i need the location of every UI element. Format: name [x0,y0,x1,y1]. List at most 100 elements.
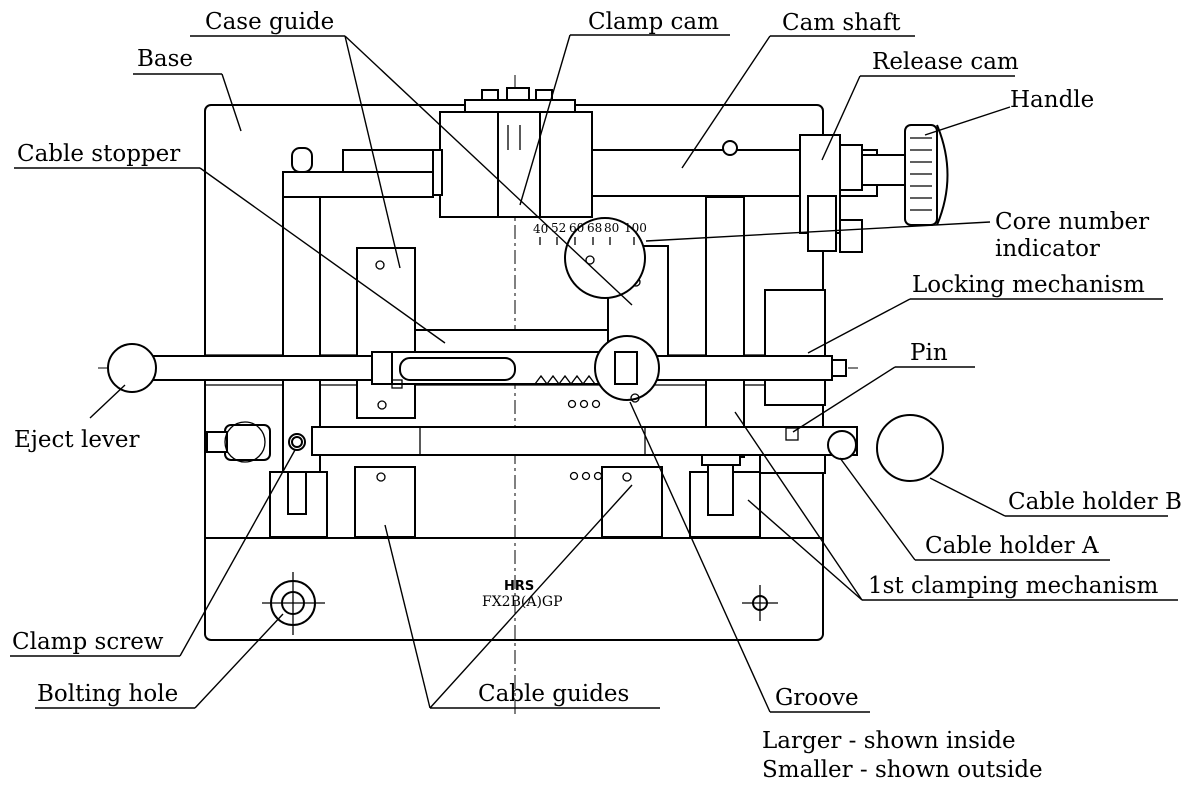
cable-guide-right [601,466,663,538]
bolting-hole-leader [194,613,284,709]
cable-holder-a-leader [839,457,916,561]
case-guide-leader-1 [344,35,401,269]
dial-scale-100: 100 [624,221,647,235]
cable-stopper-leader [199,167,446,344]
cable-holder-a-block [759,454,826,474]
release-cam-leader [821,75,861,161]
release-cam-collar [839,144,863,191]
top-rail [282,171,434,198]
pin-leader [792,366,896,433]
eject-lever-collar [371,351,393,385]
label-base: Base [137,46,193,72]
label-handle: Handle [1010,87,1094,113]
case-guide-leader-2 [344,35,633,306]
cable-guides-leader-2 [429,484,633,709]
left-bolt [291,147,313,173]
cable-holder-a-stop [827,430,857,460]
dial-scale-52: 52 [551,221,566,235]
clamp-cam-leader [519,34,571,206]
label-case-guide: Case guide [205,9,334,35]
label-cable-holder-a: Cable holder A [925,533,1099,559]
eject-lever-rod [149,355,373,381]
cable-holder-b-ball [876,414,944,482]
right-rod [651,355,833,381]
dial-scale-40: 40 [533,222,548,236]
handle-shaft [861,154,908,186]
release-cam-lower [807,195,837,252]
label-1st-clamping: 1st clamping mechanism [868,573,1158,599]
label-note-smaller: Smaller - shown outside [762,757,1043,783]
handle-leader [924,106,1011,136]
label-cable-stopper: Cable stopper [17,141,180,167]
cable-guides-leader-1 [384,524,431,709]
clamping-block-right-top [701,454,741,466]
cable-stopper-plate [414,329,609,356]
hole-row-lower [569,471,603,481]
label-core-number-2: indicator [995,236,1100,262]
label-cable-guides: Cable guides [478,681,629,707]
cable-guide-right-hole [622,472,632,482]
label-core-number-1: Core number [995,209,1149,235]
label-groove: Groove [775,685,859,711]
groove-leader [629,401,771,713]
cable-guide-left-hole [376,472,386,482]
label-cable-holder-b: Cable holder B [1008,489,1182,515]
top-rail-step [342,149,434,173]
clamping-block-left-slot [287,471,307,515]
groove-notch [614,351,638,385]
slider-tip [391,379,403,389]
cable-holder-bar [311,426,858,456]
right-rod-end [831,359,847,377]
dial-hole [585,255,595,265]
dial-scale-80: 80 [604,221,619,235]
left-bolt-tip [206,431,228,453]
handle-knob-dome [936,124,949,226]
dial-scale-68: 68 [587,221,602,235]
case-guide-hole [375,260,385,270]
clamping-block-right-slot [707,459,734,516]
cam-shaft-leader [681,35,771,169]
eject-lever-ball [107,343,157,393]
bolting-hole-right [742,585,778,621]
label-cam-shaft: Cam shaft [782,10,901,36]
label-release-cam: Release cam [872,49,1019,75]
pin-marker [785,427,799,441]
release-cam-nut [839,219,863,253]
nameplate-model: FX2B(A)GP [482,594,563,610]
handle-knurling [910,137,932,211]
clamp-cam-body [497,111,541,218]
core-number-leader [645,221,991,242]
label-bolting-hole: Bolting hole [37,681,178,707]
cable-holder-a-leader-2 [734,411,863,601]
nameplate-brand: HRS [504,579,534,594]
hole-row-upper [567,399,601,409]
label-eject-lever: Eject lever [14,427,140,453]
cable-holder-b-leader [929,477,1006,517]
slider-teeth [534,374,596,386]
label-clamp-cam: Clamp cam [588,9,719,35]
clamp-screw-ring [291,436,303,448]
left-bolt-washer [224,421,266,463]
dial-scale-60: 60 [569,221,584,235]
bolting-hole-left [262,572,325,635]
label-clamp-screw: Clamp screw [12,629,164,655]
groove-hole [630,393,640,403]
core-number-dial [564,217,646,299]
left-bolt-body [224,424,271,461]
shaft-pin-top [722,140,738,156]
locking-mechanism-leader [807,298,911,354]
clamping-leader [747,499,863,601]
label-pin: Pin [910,340,948,366]
case-guide-left [356,247,416,419]
slider-slot [399,357,516,381]
screw-base [464,99,576,113]
locking-mechanism [764,289,826,406]
clamp-screw-leader [179,449,296,657]
eject-lever-leader [89,384,126,419]
dial-scale: 40 52 60 68 80 100 [533,221,647,245]
base-leader [221,73,242,132]
label-note-larger: Larger - shown inside [762,728,1016,754]
label-locking-mechanism: Locking mechanism [912,272,1145,298]
case-guide-hole-2 [377,400,387,410]
